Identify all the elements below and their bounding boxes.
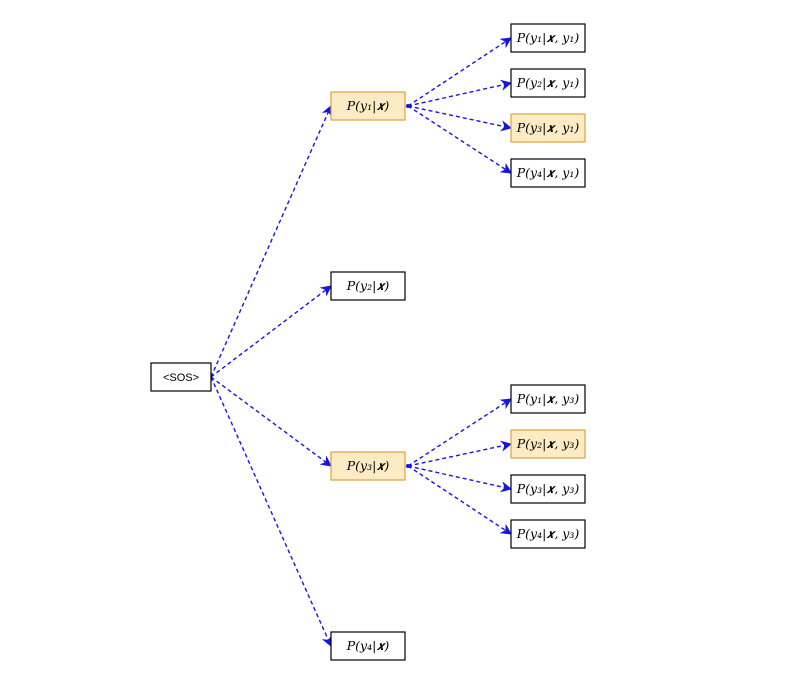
edge-y3-to-l2b-y2 [407, 440, 513, 467]
edge-sos-to-l1-y2 [210, 285, 332, 378]
node-label: <SOS> [163, 372, 199, 384]
node-label: P(y₃|𝒙, y₁) [516, 120, 580, 135]
node-l2b-y4: P(y₄|𝒙, y₃) [510, 519, 586, 549]
edge-y1-to-l2a-y1 [407, 37, 512, 107]
node-label: P(y₂|𝒙) [346, 278, 390, 293]
node-label: P(y₄|𝒙, y₁) [516, 165, 580, 180]
edge-y1-to-l2a-y3 [407, 105, 513, 132]
node-label: P(y₂|𝒙, y₃) [516, 436, 580, 451]
edge-y3-to-l2b-y4 [407, 465, 512, 535]
node-box [330, 91, 406, 121]
edge-sos-to-l1-y1 [210, 104, 333, 378]
node-box [510, 113, 586, 143]
node-box [510, 384, 586, 414]
edge-sos-to-l1-y3 [210, 376, 332, 467]
node-l2a-y2: P(y₂|𝒙, y₁) [510, 68, 586, 98]
node-l1-y4: P(y₄|𝒙) [330, 631, 406, 661]
node-box [330, 451, 406, 481]
node-l1-y2: P(y₂|𝒙) [330, 271, 406, 301]
edges-layer [210, 37, 513, 648]
node-box [510, 23, 586, 53]
node-sos: <SOS> [150, 362, 212, 392]
node-box [510, 158, 586, 188]
node-label: P(y₁|𝒙, y₃) [516, 391, 580, 406]
node-box [510, 68, 586, 98]
node-label: P(y₂|𝒙, y₁) [516, 75, 580, 90]
node-box [330, 631, 406, 661]
node-l1-y1: P(y₁|𝒙) [330, 91, 406, 121]
edge-y3-to-l2b-y3 [407, 465, 513, 493]
node-box [510, 519, 586, 549]
node-box [510, 429, 586, 459]
edge-y1-to-l2a-y2 [407, 79, 513, 107]
edge-sos-to-l1-y4 [210, 376, 333, 648]
edge-y3-to-l2b-y1 [407, 398, 512, 467]
node-label: P(y₃|𝒙) [346, 458, 390, 473]
node-l2a-y1: P(y₁|𝒙, y₁) [510, 23, 586, 53]
node-box [150, 362, 212, 392]
node-label: P(y₄|𝒙, y₃) [516, 526, 580, 541]
nodes-layer: <SOS> P(y₁|𝒙) P(y₂|𝒙) P(y₃|𝒙) P(y₄|𝒙) P(y₁|𝒙,… [150, 23, 586, 661]
node-box [330, 271, 406, 301]
node-l1-y3: P(y₃|𝒙) [330, 451, 406, 481]
node-box [510, 474, 586, 504]
node-label: P(y₁|𝒙, y₁) [516, 30, 580, 45]
edge-y1-to-l2a-y4 [407, 105, 512, 174]
node-label: P(y₁|𝒙) [346, 98, 390, 113]
node-label: P(y₄|𝒙) [346, 638, 390, 653]
node-l2b-y1: P(y₁|𝒙, y₃) [510, 384, 586, 414]
node-l2a-y4: P(y₄|𝒙, y₁) [510, 158, 586, 188]
node-l2a-y3: P(y₃|𝒙, y₁) [510, 113, 586, 143]
node-label: P(y₃|𝒙, y₃) [516, 481, 580, 496]
node-l2b-y3: P(y₃|𝒙, y₃) [510, 474, 586, 504]
node-l2b-y2: P(y₂|𝒙, y₃) [510, 429, 586, 459]
